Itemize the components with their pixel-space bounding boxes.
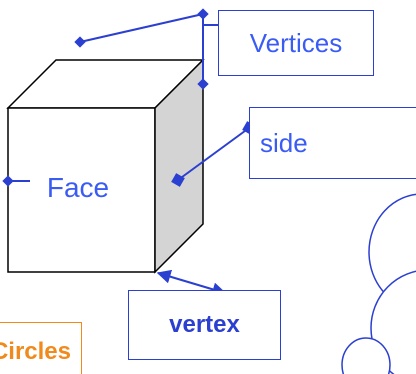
circles-label: Circles — [0, 322, 82, 374]
vertex-marker — [74, 36, 86, 48]
circle-shape — [341, 337, 391, 374]
cube — [6, 58, 205, 274]
vertex-pointer — [156, 269, 227, 297]
circles-decoration — [341, 193, 416, 374]
face-label: Face — [46, 172, 110, 203]
vertex-label: vertex — [128, 290, 281, 360]
cube-side-face — [154, 58, 204, 274]
side-marker — [171, 173, 185, 187]
vertices-label: Vertices — [218, 10, 374, 76]
vertex-marker — [197, 8, 209, 20]
side-label: side — [249, 107, 416, 179]
